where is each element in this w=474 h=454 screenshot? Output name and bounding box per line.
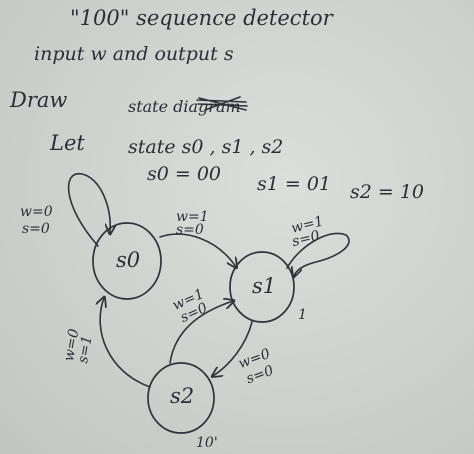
arrow-s0-to-s1	[159, 233, 236, 267]
transition-s0-self-w: w=0	[20, 204, 53, 220]
draw-text: Draw	[10, 88, 68, 112]
arrow-s2-to-s0	[100, 298, 151, 388]
arrow-s0-self-loop	[67, 173, 111, 247]
encoding-s1-text: s1 = 01	[257, 173, 332, 195]
states-list-text: state s0 , s1 , s2	[128, 136, 284, 158]
state-s1-label: s1	[252, 274, 277, 298]
arrow-s2-to-s1	[169, 301, 233, 364]
state-s2-label: s2	[170, 384, 195, 408]
state-s0-label: s0	[116, 248, 141, 272]
stray-mark-ten: 10'	[196, 435, 218, 451]
heading-text: "100" sequence detector	[70, 6, 333, 30]
encoding-s0-text: s0 = 00	[147, 163, 222, 185]
state-diagram-text: state diagram	[128, 97, 241, 116]
scribble-strikethrough	[196, 96, 248, 111]
arrow-s1-self-loop	[286, 232, 350, 276]
encoding-s2-text: s2 = 10	[350, 181, 425, 203]
input-output-text: input w and output s	[34, 43, 234, 65]
state-s1-circle	[229, 251, 295, 323]
let-text: Let	[50, 131, 85, 155]
stray-mark-one: 1	[298, 307, 307, 323]
state-s2-circle	[147, 362, 215, 434]
arrow-s1-to-s2	[213, 321, 253, 376]
state-s0-circle	[92, 222, 162, 300]
transition-s0-s1-w: w=1	[176, 209, 209, 225]
transition-s0-s1-s: s=0	[176, 222, 204, 238]
transition-s0-self-s: s=0	[22, 221, 50, 237]
